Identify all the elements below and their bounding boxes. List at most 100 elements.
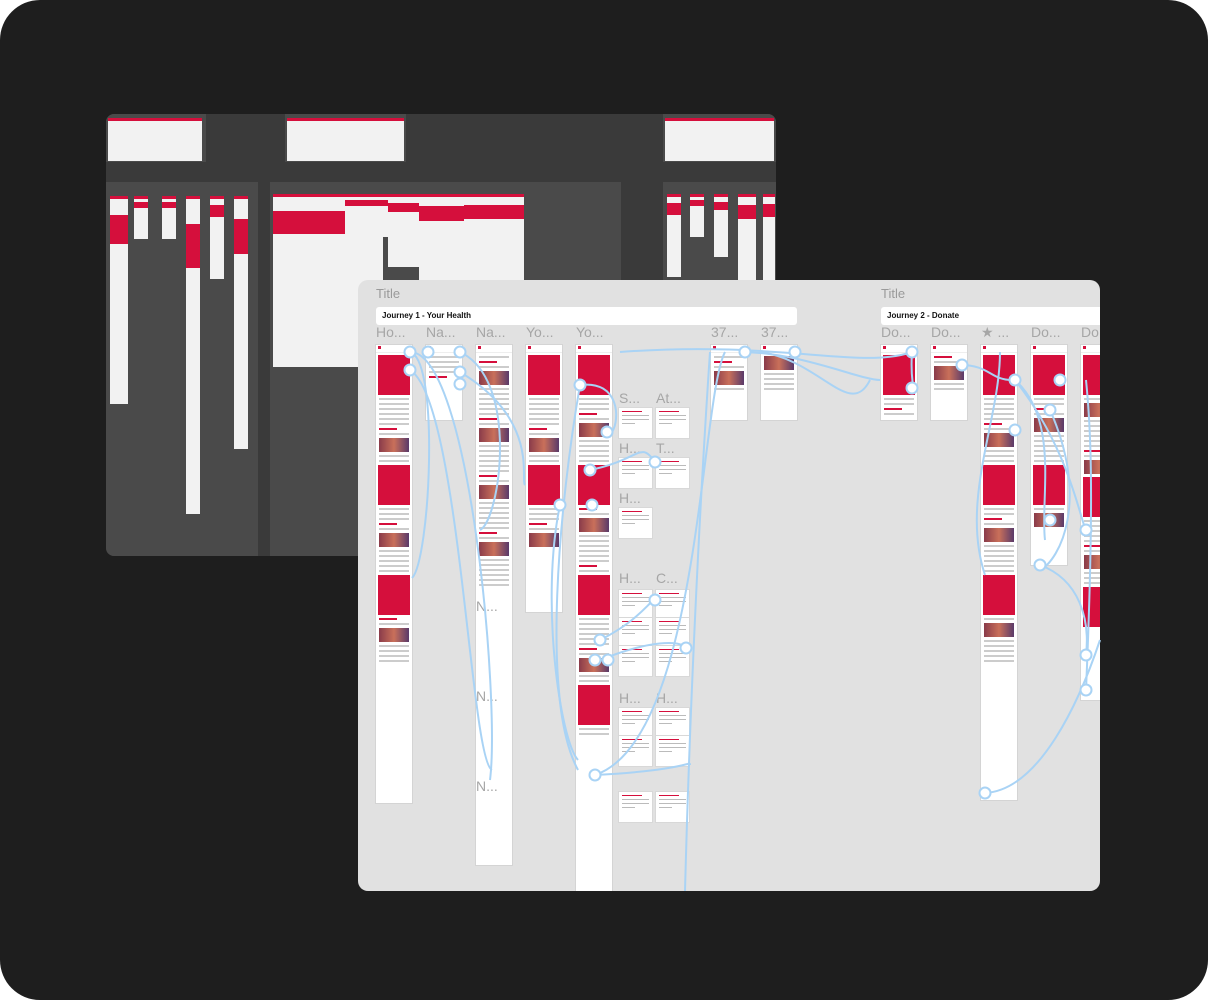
card-text — [659, 743, 686, 744]
text-line — [529, 408, 559, 410]
card-text — [622, 415, 649, 416]
text-line — [984, 418, 1014, 420]
text-line — [379, 518, 409, 520]
text-line — [984, 565, 1014, 567]
prototype-canvas[interactable]: Title Journey 1 - Your Health Title Jour… — [358, 280, 1100, 891]
text-line — [579, 570, 609, 572]
hero-banner — [528, 465, 560, 505]
screen-frame[interactable] — [1031, 345, 1067, 565]
image — [379, 533, 409, 547]
card-text — [659, 747, 686, 748]
text-line — [934, 383, 964, 385]
card-text — [659, 807, 673, 808]
journey-2-title[interactable]: Journey 2 - Donate — [881, 307, 1100, 325]
text-line — [579, 460, 609, 462]
frame-label: Yo... — [526, 324, 554, 340]
overview-frame — [345, 194, 395, 237]
text-line — [579, 535, 609, 537]
screen-frame[interactable] — [526, 345, 562, 612]
text-line — [479, 388, 509, 390]
text-line — [934, 361, 964, 363]
annotation-card — [656, 708, 689, 738]
hero-banner — [883, 355, 915, 395]
text-line — [579, 633, 609, 635]
text-line — [764, 378, 794, 380]
card-text — [659, 661, 673, 662]
hero-banner — [1083, 477, 1100, 517]
text-line — [1084, 425, 1100, 427]
image — [764, 356, 794, 370]
annotation-card — [619, 408, 652, 438]
text-line — [984, 655, 1014, 657]
text-line — [479, 569, 509, 571]
text-line — [984, 403, 1014, 405]
text-line — [984, 408, 1014, 410]
card-text — [622, 629, 649, 630]
screen-frame[interactable] — [931, 345, 967, 420]
text-line — [379, 560, 409, 562]
card-heading — [659, 621, 679, 622]
sub-label: H... — [619, 490, 641, 506]
heading-line — [1084, 450, 1100, 452]
card-heading — [659, 795, 679, 796]
screen-frame[interactable] — [376, 345, 412, 803]
card-text — [659, 625, 686, 626]
screen-frame[interactable] — [711, 345, 747, 420]
text-line — [984, 450, 1014, 452]
text-line — [479, 460, 509, 462]
text-line — [1084, 455, 1100, 457]
frame-label: Do... — [1081, 324, 1100, 340]
overview-frame — [287, 118, 404, 161]
card-text — [659, 469, 686, 470]
card-text — [659, 465, 686, 466]
text-line — [884, 413, 914, 415]
hero-banner — [1033, 465, 1065, 505]
hero-banner — [578, 575, 610, 615]
text-line — [579, 675, 609, 677]
text-line — [579, 445, 609, 447]
screen-frame[interactable] — [761, 345, 797, 420]
text-line — [764, 373, 794, 375]
sub-label: H... — [656, 690, 678, 706]
journey-1-title[interactable]: Journey 1 - Your Health — [376, 307, 797, 325]
text-line — [579, 540, 609, 542]
text-line — [1034, 460, 1064, 462]
annotation-card — [619, 708, 652, 738]
heading-line — [479, 475, 497, 477]
text-line — [529, 518, 559, 520]
screen-frame[interactable] — [981, 345, 1017, 800]
section-title-label-1: Title — [376, 286, 401, 301]
text-line — [1034, 440, 1064, 442]
annotation-card — [656, 618, 689, 648]
annotation-card — [656, 792, 689, 822]
text-line — [379, 645, 409, 647]
card-text — [622, 747, 649, 748]
text-line — [379, 398, 409, 400]
card-heading — [659, 593, 679, 594]
text-line — [984, 645, 1014, 647]
text-line — [379, 455, 409, 457]
text-line — [579, 408, 609, 410]
screen-header — [526, 346, 562, 353]
screen-frame[interactable] — [426, 345, 462, 420]
text-line — [379, 513, 409, 515]
image — [984, 528, 1014, 542]
heading-line — [529, 523, 547, 525]
card-text — [622, 661, 636, 662]
card-heading — [659, 411, 679, 412]
image — [1034, 418, 1064, 432]
screen-header — [761, 346, 797, 353]
heading-line — [479, 361, 497, 363]
screen-frame[interactable] — [1081, 345, 1100, 700]
text-line — [984, 545, 1014, 547]
card-text — [659, 633, 673, 634]
text-line — [479, 584, 509, 586]
screen-frame[interactable] — [576, 345, 612, 891]
card-text — [622, 653, 649, 654]
overview-frame — [210, 196, 224, 279]
text-line — [1084, 525, 1100, 527]
text-line — [579, 513, 609, 515]
annotation-card — [656, 590, 689, 620]
overview-frame — [763, 194, 775, 287]
screen-frame[interactable] — [881, 345, 917, 420]
